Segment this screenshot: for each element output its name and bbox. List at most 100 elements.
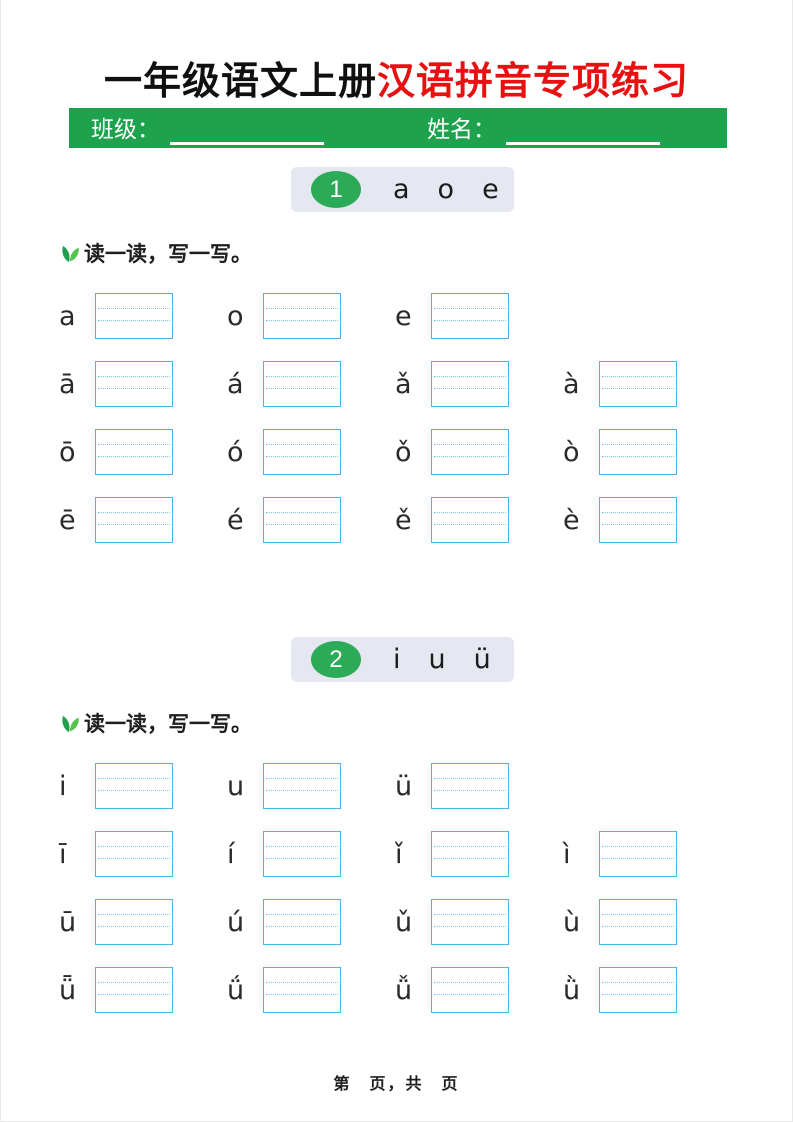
practice-cell: ì [563,831,731,877]
class-input-line[interactable] [170,114,324,145]
title-grade-part: 一年级语文上册 [103,61,377,103]
guide-line [266,981,338,983]
pinyin-letter: ì [563,838,571,870]
guide-line [602,845,674,847]
writing-box[interactable] [263,967,341,1013]
practice-cell: ǖ [59,967,227,1013]
pinyin-letter: à [563,368,580,400]
pinyin-letter: á [227,368,244,400]
writing-box[interactable] [599,497,677,543]
pinyin-letter: ǘ [227,974,245,1006]
guide-line [434,926,506,928]
writing-box[interactable] [263,831,341,877]
writing-box[interactable] [431,763,509,809]
pinyin-letter: ü [395,770,413,802]
practice-cell: u [227,763,395,809]
writing-box[interactable] [431,293,509,339]
writing-box[interactable] [431,429,509,475]
pinyin-letter: e [395,300,412,332]
name-input-line[interactable] [506,114,660,145]
writing-box[interactable] [95,763,173,809]
writing-box[interactable] [263,497,341,543]
writing-box[interactable] [95,429,173,475]
writing-box[interactable] [95,361,173,407]
guide-line [434,913,506,915]
section-letter: o [437,174,455,205]
writing-box[interactable] [263,361,341,407]
writing-box[interactable] [431,967,509,1013]
name-field: 姓名： [427,111,660,145]
writing-box[interactable] [263,293,341,339]
writing-box[interactable] [263,899,341,945]
guide-line [266,845,338,847]
writing-box[interactable] [263,429,341,475]
writing-box[interactable] [599,429,677,475]
writing-box[interactable] [95,899,173,945]
guide-line [434,845,506,847]
pinyin-letter: è [563,504,580,536]
name-label: 姓名： [427,116,496,142]
pinyin-letter: i [59,770,67,802]
practice-cell: ǔ [395,899,563,945]
guide-line [602,388,674,390]
guide-line [434,375,506,377]
writing-box[interactable] [431,899,509,945]
writing-box[interactable] [599,831,677,877]
guide-line [266,858,338,860]
writing-box[interactable] [263,763,341,809]
practice-cell: ě [395,497,563,543]
writing-box[interactable] [431,361,509,407]
writing-box[interactable] [95,293,173,339]
writing-box[interactable] [431,497,509,543]
writing-box[interactable] [95,497,173,543]
guide-line [266,375,338,377]
section-letter: e [482,174,499,205]
guide-line [98,511,170,513]
writing-box[interactable] [599,361,677,407]
guide-line [98,307,170,309]
practice-cell: ǜ [563,967,731,1013]
guide-line [434,456,506,458]
practice-cell: ü [395,763,563,809]
guide-line [266,443,338,445]
practice-cell: ā [59,361,227,407]
guide-line [434,790,506,792]
guide-line [602,511,674,513]
writing-box[interactable] [95,967,173,1013]
writing-box[interactable] [431,831,509,877]
guide-line [602,926,674,928]
guide-line [98,777,170,779]
guide-line [434,524,506,526]
practice-cell: ú [227,899,395,945]
pinyin-letter: u [227,770,245,802]
pinyin-letter: ǒ [395,436,412,468]
pinyin-letter: ǔ [395,906,413,938]
writing-box[interactable] [599,967,677,1013]
practice-cell: è [563,497,731,543]
pinyin-letter: é [227,504,244,536]
guide-line [98,913,170,915]
info-bar: 班级： 姓名： [69,108,727,148]
practice-cell: e [395,293,563,339]
section-letter: ü [473,644,491,675]
guide-line [434,511,506,513]
sprout-leaf-icon [62,245,79,263]
pinyin-letter: ē [59,504,76,536]
pinyin-letter: í [227,838,235,870]
instruction-text: 读一读，写一写。 [84,243,252,266]
guide-line [98,994,170,996]
guide-line [98,375,170,377]
writing-box[interactable] [95,831,173,877]
guide-line [434,981,506,983]
guide-line [602,994,674,996]
section-number-badge: 1 [311,171,361,208]
writing-box[interactable] [599,899,677,945]
practice-cell: í [227,831,395,877]
pinyin-letter: ǐ [395,838,403,870]
pinyin-letter: ǚ [395,974,413,1006]
